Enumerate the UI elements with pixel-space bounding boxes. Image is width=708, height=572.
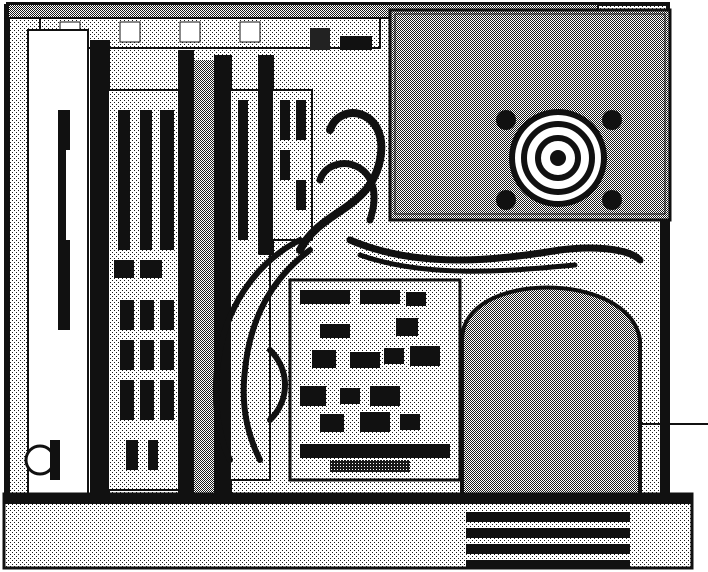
speaker-icon	[24, 440, 60, 480]
fan-icon	[496, 109, 622, 210]
controller-board	[288, 278, 462, 482]
expansion-card-1	[90, 40, 191, 500]
left-side-panel	[27, 29, 89, 501]
hard-drive	[460, 285, 708, 498]
expansion-card-3	[258, 55, 313, 255]
expansion-card-2	[178, 50, 271, 500]
front-vent-grille	[466, 512, 630, 568]
power-cable-bundle	[296, 109, 644, 274]
ribbon-cable	[212, 237, 313, 463]
